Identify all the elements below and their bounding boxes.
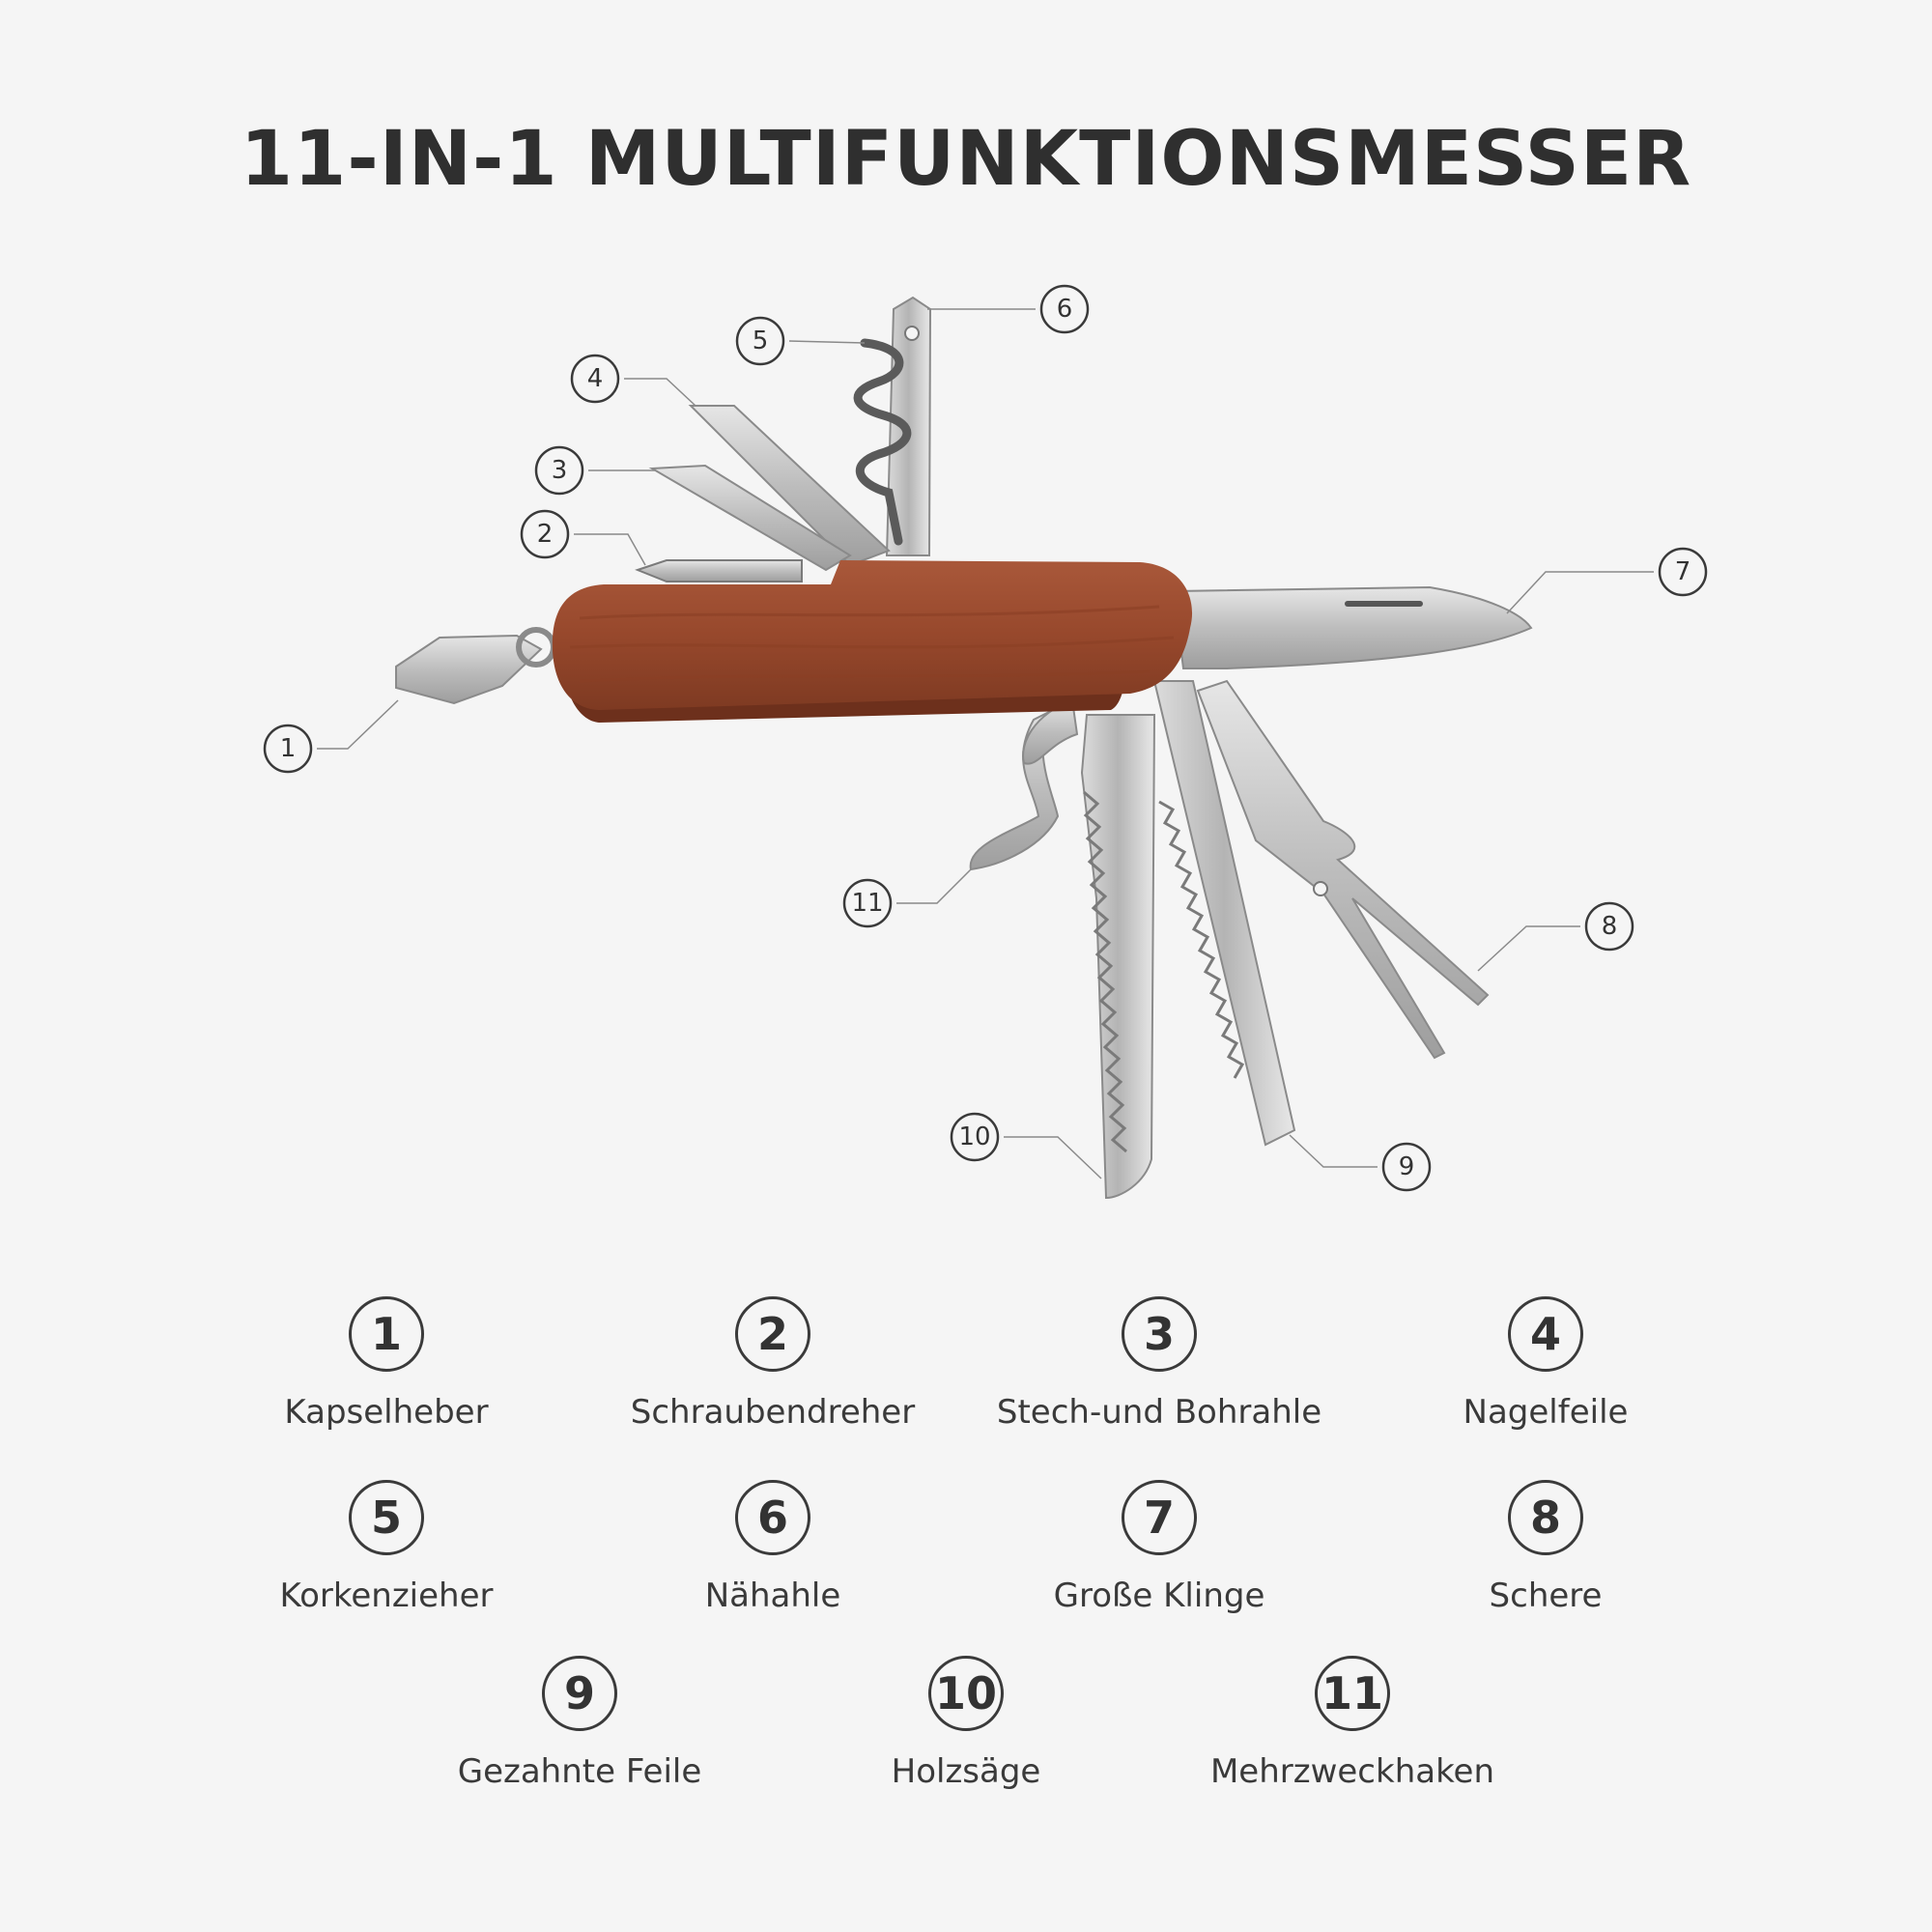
legend-item-1: 1 Kapselheber xyxy=(213,1296,560,1432)
legend-label-4: Nagelfeile xyxy=(1463,1393,1629,1432)
knife-diagram: 1 2 3 4 5 6 7 8 9 10 xyxy=(263,284,1708,1200)
wood-saw-teeth xyxy=(1083,790,1127,1153)
corkscrew-tool xyxy=(853,338,912,546)
callout-number-1: 1 xyxy=(280,734,297,763)
leader-line-7 xyxy=(1506,571,1654,614)
callout-circle-4 xyxy=(570,354,620,404)
legend-item-8: 8 Schere xyxy=(1372,1480,1719,1615)
callout-circle-5 xyxy=(735,316,785,366)
screwdriver-tool xyxy=(635,559,803,582)
legend-number-10: 10 xyxy=(928,1656,1004,1731)
leader-line-8 xyxy=(1477,925,1580,972)
wood-grain xyxy=(569,605,1175,683)
callout-number-8: 8 xyxy=(1602,912,1618,941)
callout-circle-11 xyxy=(842,878,893,928)
legend-number-5: 5 xyxy=(349,1480,424,1555)
callout-number-2: 2 xyxy=(537,520,554,549)
serrated-file-teeth xyxy=(1158,800,1245,1079)
leader-line-10 xyxy=(1004,1136,1102,1179)
can-opener-tool xyxy=(1022,698,1079,765)
page-title: 11-IN-1 MULTIFUNKTIONSMESSER xyxy=(240,116,1692,203)
legend-item-7: 7 Große Klinge xyxy=(985,1480,1333,1615)
callout-circle-3 xyxy=(534,445,584,496)
legend-label-11: Mehrzweckhaken xyxy=(1209,1752,1495,1791)
legend-label-3: Stech-und Bohrahle xyxy=(996,1393,1322,1432)
legend-label-5: Korkenzieher xyxy=(279,1577,494,1615)
leader-line-4 xyxy=(624,378,696,407)
legend-number-9: 9 xyxy=(542,1656,617,1731)
legend-number-4: 4 xyxy=(1508,1296,1583,1372)
legend-item-6: 6 Nähahle xyxy=(599,1480,947,1615)
leader-line-11 xyxy=(896,868,972,904)
bottle-opener-tool xyxy=(395,634,543,705)
callout-circle-7 xyxy=(1658,547,1708,597)
callout-layer: 1 2 3 4 5 6 7 8 9 10 xyxy=(263,284,1708,1192)
legend-label-9: Gezahnte Feile xyxy=(457,1752,702,1791)
callout-circle-1 xyxy=(263,724,313,774)
callout-number-7: 7 xyxy=(1675,557,1691,586)
leader-line-9 xyxy=(1289,1134,1378,1168)
legend-item-3: 3 Stech-und Bohrahle xyxy=(985,1296,1333,1432)
callout-number-9: 9 xyxy=(1399,1152,1415,1181)
callout-number-11: 11 xyxy=(851,889,883,918)
callout-circle-6 xyxy=(1039,284,1090,334)
callout-number-4: 4 xyxy=(587,364,604,393)
callout-number-3: 3 xyxy=(552,456,568,485)
legend-label-1: Kapselheber xyxy=(284,1393,489,1432)
callout-circle-10 xyxy=(950,1112,1000,1162)
callout-circle-2 xyxy=(520,509,570,559)
legend-label-6: Nähahle xyxy=(704,1577,841,1615)
leader-line-5 xyxy=(788,340,866,344)
legend-number-7: 7 xyxy=(1122,1480,1197,1555)
legend-item-9: 9 Gezahnte Feile xyxy=(406,1656,753,1791)
large-blade xyxy=(1172,585,1533,669)
legend-item-10: 10 Holzsäge xyxy=(792,1656,1140,1791)
legend-number-1: 1 xyxy=(349,1296,424,1372)
scissors-tool xyxy=(1196,679,1490,1060)
callout-number-5: 5 xyxy=(753,327,769,355)
legend-number-8: 8 xyxy=(1508,1480,1583,1555)
legend-label-2: Schraubendreher xyxy=(630,1393,916,1432)
legend-number-6: 6 xyxy=(735,1480,810,1555)
legend-number-11: 11 xyxy=(1315,1656,1390,1731)
legend-number-2: 2 xyxy=(735,1296,810,1372)
legend-item-2: 2 Schraubendreher xyxy=(599,1296,947,1432)
reamer-tool xyxy=(648,464,852,572)
legend-item-5: 5 Korkenzieher xyxy=(213,1480,560,1615)
legend-item-4: 4 Nagelfeile xyxy=(1372,1296,1719,1432)
legend-item-11: 11 Mehrzweckhaken xyxy=(1179,1656,1526,1791)
callout-circle-9 xyxy=(1381,1142,1432,1192)
legend-label-7: Große Klinge xyxy=(1053,1577,1265,1615)
awl-eye xyxy=(904,326,920,341)
legend-label-8: Schere xyxy=(1489,1577,1603,1615)
scissors-pivot xyxy=(1313,881,1328,896)
legend-number-3: 3 xyxy=(1122,1296,1197,1372)
legend-label-10: Holzsäge xyxy=(891,1752,1041,1791)
leader-line-2 xyxy=(574,533,646,566)
wood-saw-tool xyxy=(1080,714,1156,1200)
nailfile-tool xyxy=(688,405,891,567)
callout-number-10: 10 xyxy=(958,1122,990,1151)
callout-number-6: 6 xyxy=(1057,295,1073,324)
serrated-file-tool xyxy=(1152,680,1296,1147)
leader-line-1 xyxy=(317,699,399,750)
callout-circle-8 xyxy=(1584,901,1634,952)
wood-handle xyxy=(552,560,1193,710)
